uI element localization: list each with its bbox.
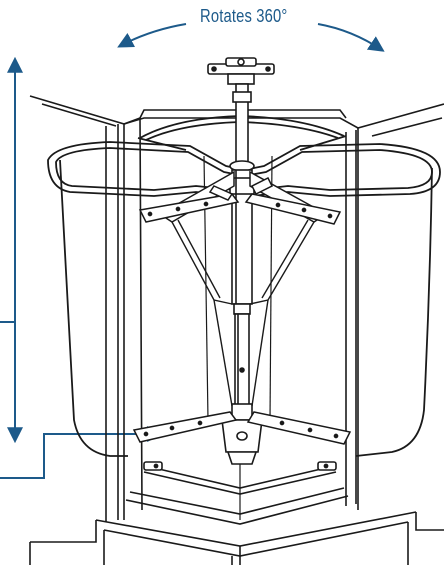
center-pole <box>207 57 275 465</box>
shelf-callout-leader <box>0 426 164 479</box>
kidney-bins <box>47 115 441 457</box>
lower-arms <box>132 411 352 445</box>
rotation-arrows <box>117 23 385 52</box>
upper-arms <box>138 170 342 225</box>
base-track <box>143 461 337 495</box>
rotation-label: Rotates 360° <box>200 6 288 26</box>
support-struts <box>171 219 315 407</box>
corner-cabinet <box>29 95 444 565</box>
rotation-arrow-right <box>317 23 385 52</box>
height-dimension-arrow <box>0 56 24 444</box>
rotation-arrow-left <box>117 23 187 48</box>
